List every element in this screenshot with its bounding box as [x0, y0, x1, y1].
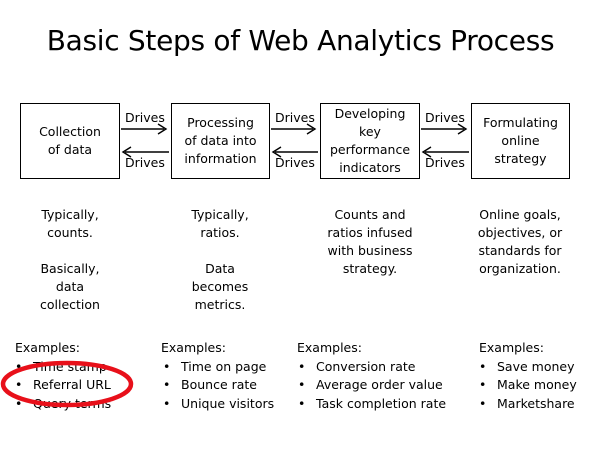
- list-item: Time on page: [163, 358, 274, 377]
- step-box-collection: Collection of data: [20, 103, 120, 179]
- description-processing: Typically, ratios. Data becomes metrics.: [191, 207, 249, 312]
- examples-list-processing: Time on page Bounce rate Unique visitors: [163, 358, 274, 414]
- examples-heading-strategy: Examples:: [479, 340, 544, 355]
- arrow-forward-1-head: [157, 123, 168, 135]
- step-box-kpi: Developing key performance indicators: [320, 103, 420, 179]
- list-item: Task completion rate: [298, 395, 446, 414]
- drives-label-back-2: Drives: [275, 155, 315, 170]
- drives-label-forward-1: Drives: [125, 110, 165, 125]
- examples-list-strategy: Save money Make money Marketshare: [479, 358, 577, 414]
- list-item: Make money: [479, 376, 577, 395]
- drives-label-forward-2: Drives: [275, 110, 315, 125]
- description-collection: Typically, counts. Basically, data colle…: [40, 207, 100, 312]
- list-item: Referral URL: [15, 376, 111, 395]
- examples-list-kpi: Conversion rate Average order value Task…: [298, 358, 446, 414]
- list-item: Marketshare: [479, 395, 577, 414]
- drives-label-back-1: Drives: [125, 155, 165, 170]
- step-box-strategy: Formulating online strategy: [471, 103, 570, 179]
- arrow-forward-3-head: [457, 123, 468, 135]
- list-item: Average order value: [298, 376, 446, 395]
- description-kpi: Counts and ratios infused with business …: [327, 207, 413, 276]
- description-strategy: Online goals, objectives, or standards f…: [477, 207, 563, 276]
- list-item: Unique visitors: [163, 395, 274, 414]
- drives-label-forward-3: Drives: [425, 110, 465, 125]
- examples-heading-processing: Examples:: [161, 340, 226, 355]
- step-box-processing: Processing of data into information: [171, 103, 270, 179]
- drives-label-back-3: Drives: [425, 155, 465, 170]
- list-item: Bounce rate: [163, 376, 274, 395]
- arrow-back-2-head: [271, 146, 282, 158]
- arrow-forward-2-head: [306, 123, 317, 135]
- list-item: Conversion rate: [298, 358, 446, 377]
- arrow-back-1-head: [121, 146, 132, 158]
- highlight-ellipse: [0, 360, 134, 408]
- arrow-back-3-head: [421, 146, 432, 158]
- connector-lines: [121, 123, 469, 158]
- list-item: Save money: [479, 358, 577, 377]
- examples-heading-collection: Examples:: [15, 340, 80, 355]
- examples-heading-kpi: Examples:: [297, 340, 362, 355]
- page-title: Basic Steps of Web Analytics Process: [46, 24, 555, 57]
